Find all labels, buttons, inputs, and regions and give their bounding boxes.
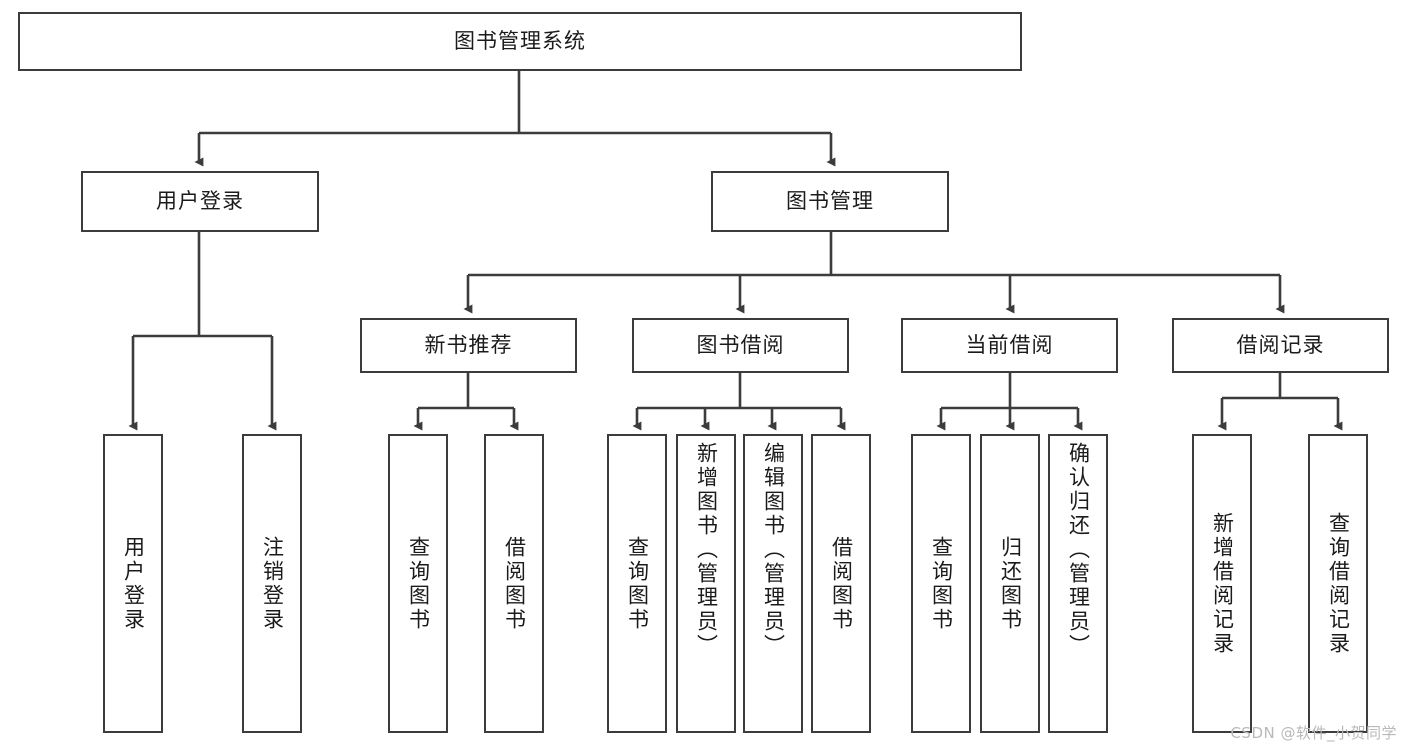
node-label: 用户登录	[156, 189, 244, 214]
csdn-watermark: CSDN @软件_小贺同学	[1230, 724, 1397, 742]
node-label: 新增借阅记录	[1210, 511, 1235, 656]
node-book-management[interactable]: 图书管理	[711, 171, 949, 232]
node-label: 借阅图书	[829, 535, 854, 632]
node-borrow-record[interactable]: 借阅记录	[1172, 318, 1389, 373]
leaf-borrow-record-query-record[interactable]: 查询借阅记录	[1308, 434, 1368, 733]
node-label: 归还图书	[998, 535, 1023, 632]
node-label: 编辑图书（管理员）	[761, 442, 786, 658]
leaf-current-borrow-return-book[interactable]: 归还图书	[980, 434, 1040, 733]
node-new-book-recommend[interactable]: 新书推荐	[360, 318, 577, 373]
node-label: 用户登录	[121, 535, 146, 632]
leaf-book-borrow-query-book[interactable]: 查询图书	[607, 434, 667, 733]
node-label: 新书推荐	[424, 333, 513, 358]
leaf-current-borrow-query-book[interactable]: 查询图书	[911, 434, 971, 733]
leaf-book-borrow-add-book-admin[interactable]: 新增图书（管理员）	[676, 434, 736, 733]
node-current-borrow[interactable]: 当前借阅	[901, 318, 1118, 373]
leaf-new-book-borrow-book[interactable]: 借阅图书	[484, 434, 544, 733]
node-label: 查询图书	[625, 535, 650, 632]
leaf-user-login-logout[interactable]: 注销登录	[242, 434, 302, 733]
node-label: 查询图书	[929, 535, 954, 632]
leaf-current-borrow-confirm-return-admin[interactable]: 确认归还（管理员）	[1048, 434, 1108, 733]
node-user-login[interactable]: 用户登录	[81, 171, 319, 232]
leaf-user-login-login[interactable]: 用户登录	[103, 434, 163, 733]
node-label: 当前借阅	[965, 333, 1054, 358]
leaf-book-borrow-borrow-book[interactable]: 借阅图书	[811, 434, 871, 733]
node-root-book-management-system[interactable]: 图书管理系统	[18, 12, 1022, 71]
node-label: 图书借阅	[696, 333, 785, 358]
leaf-book-borrow-edit-book-admin[interactable]: 编辑图书（管理员）	[743, 434, 803, 733]
node-label: 借阅图书	[502, 535, 527, 632]
node-label: 新增图书（管理员）	[694, 442, 719, 658]
node-label: 图书管理系统	[454, 29, 586, 54]
leaf-borrow-record-add-record[interactable]: 新增借阅记录	[1192, 434, 1252, 733]
node-label: 图书管理	[786, 189, 874, 214]
leaf-new-book-query-book[interactable]: 查询图书	[388, 434, 448, 733]
node-label: 查询图书	[406, 535, 431, 632]
node-label: 注销登录	[260, 535, 285, 632]
node-label: 查询借阅记录	[1326, 511, 1351, 656]
node-label: 借阅记录	[1236, 333, 1325, 358]
node-book-borrow[interactable]: 图书借阅	[632, 318, 849, 373]
node-label: 确认归还（管理员）	[1066, 442, 1091, 658]
